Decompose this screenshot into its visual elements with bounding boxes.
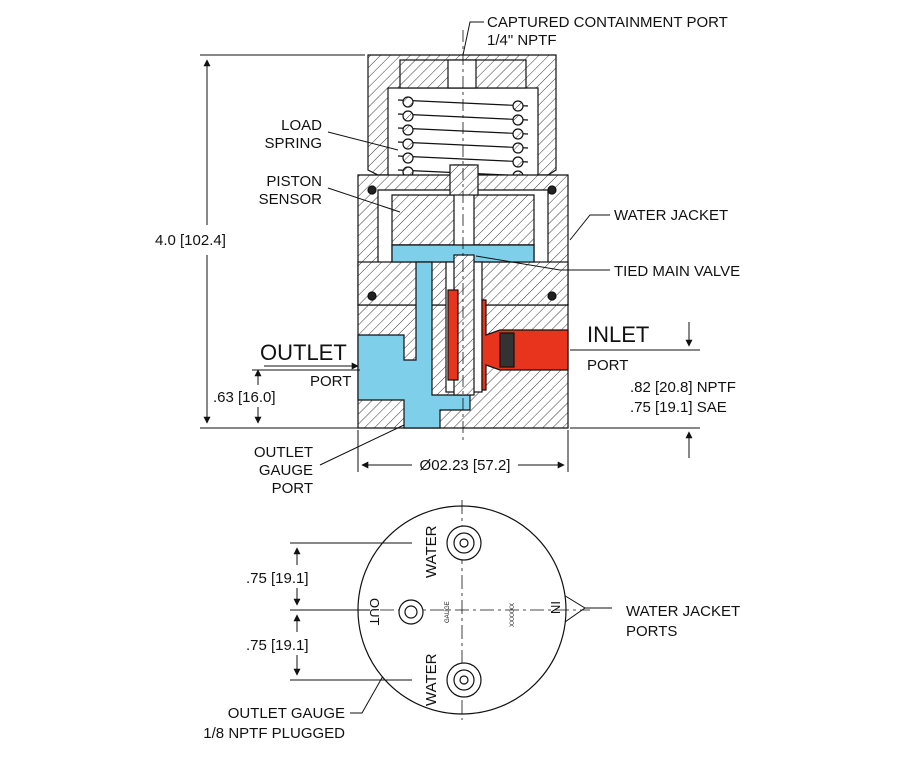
inlet-label: INLET xyxy=(587,322,649,347)
bottom-dim-bottom: .75 [19.1] xyxy=(246,637,309,654)
outlet-height-dimension: .63 [16.0] xyxy=(213,389,276,406)
serial-marking: XXXXXX xyxy=(510,603,516,627)
in-label: IN xyxy=(548,601,563,614)
captured-port-size: 1/4" NPTF xyxy=(487,32,557,49)
captured-port-label: CAPTURED CONTAINMENT PORT xyxy=(487,14,728,31)
water-label-top: WATER xyxy=(423,525,440,578)
gauge-plugged-label-2: 1/8 NPTF PLUGGED xyxy=(203,725,345,742)
water-label-bottom: WATER xyxy=(423,653,440,706)
outlet-gauge-label-1: OUTLET xyxy=(254,444,313,461)
load-spring-label-2: SPRING xyxy=(264,135,322,152)
water-jacket-ports-label-1: WATER JACKET xyxy=(626,603,740,620)
bottom-dim-top: .75 [19.1] xyxy=(246,570,309,587)
height-dimension: 4.0 [102.4] xyxy=(155,232,226,249)
tied-main-valve-label: TIED MAIN VALVE xyxy=(614,263,740,280)
gauge-small-label: GAUGE xyxy=(445,601,451,623)
gauge-plugged-label-1: OUTLET GAUGE xyxy=(228,705,345,722)
inlet-port-label: PORT xyxy=(587,357,628,374)
outlet-gauge-label-2: GAUGE xyxy=(259,462,313,479)
inlet-nptf-dimension: .82 [20.8] NPTF xyxy=(630,379,736,396)
water-jacket-ports-label-2: PORTS xyxy=(626,623,677,640)
bottom-view xyxy=(330,500,590,720)
outlet-gauge-label-3: PORT xyxy=(272,480,313,497)
text-labels: CAPTURED CONTAINMENT PORT 1/4" NPTF LOAD… xyxy=(155,14,740,742)
load-spring-label-1: LOAD xyxy=(281,117,322,134)
water-jacket-label: WATER JACKET xyxy=(614,207,728,224)
inlet-sae-dimension: .75 [19.1] SAE xyxy=(630,399,727,416)
dimension-lines xyxy=(200,54,700,472)
outlet-passage xyxy=(357,261,471,429)
piston-sensor-label-2: SENSOR xyxy=(259,191,323,208)
bottom-dimensions xyxy=(290,542,412,681)
out-label: OUT xyxy=(367,598,382,626)
piston-sensor-label-1: PISTON xyxy=(266,173,322,190)
diameter-dimension: Ø02.23 [57.2] xyxy=(420,457,511,474)
outlet-port-label: PORT xyxy=(310,373,351,390)
section-view xyxy=(357,30,569,440)
outlet-label: OUTLET xyxy=(260,340,347,365)
